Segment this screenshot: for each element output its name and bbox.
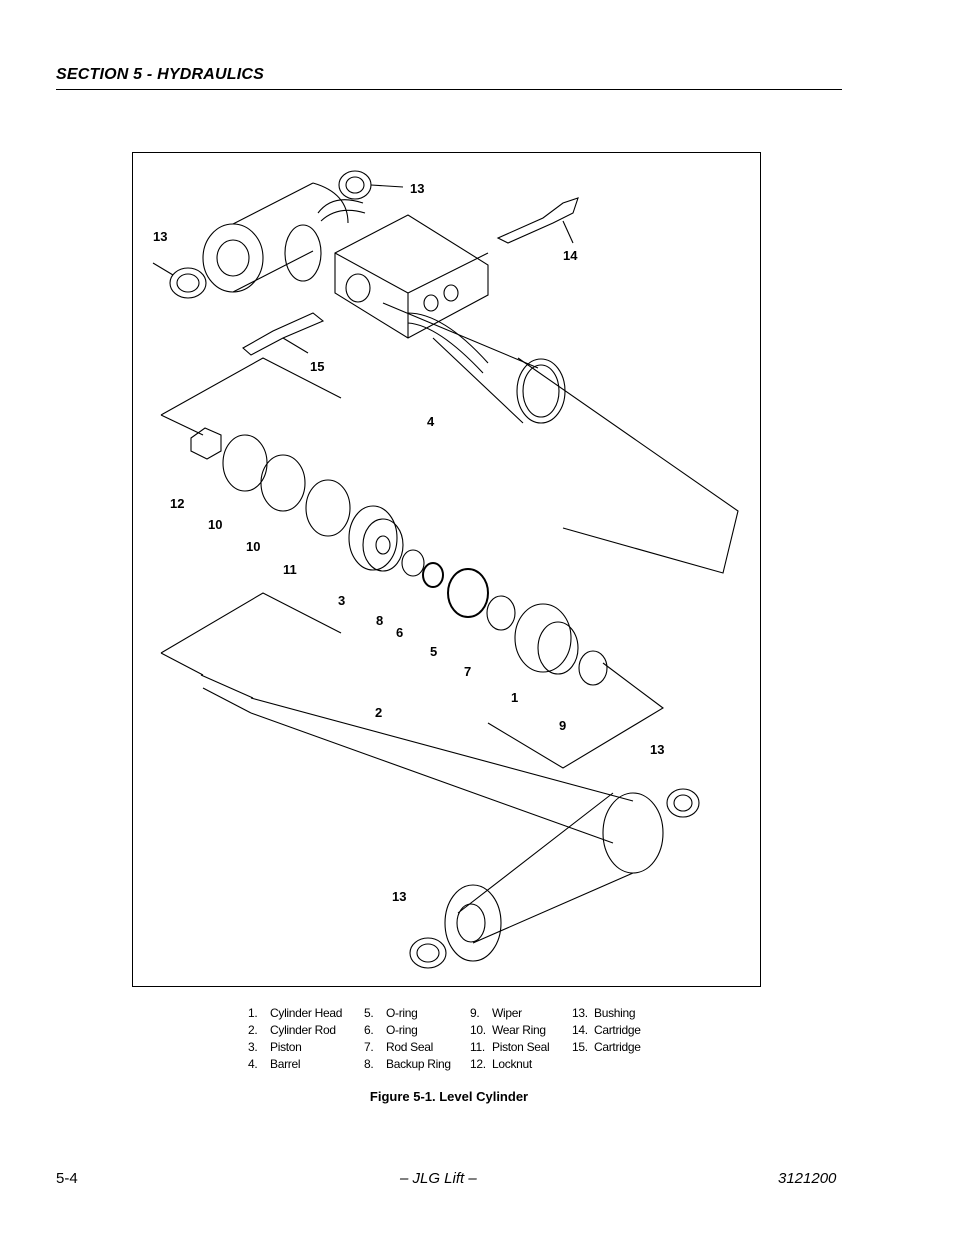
- barrel-assembly-illustration: [202, 182, 739, 574]
- parts-list-column-4: 13.Bushing 14.Cartridge 15.Cartridge: [572, 1005, 641, 1056]
- callout-11: 11: [283, 562, 297, 577]
- figure-level-cylinder: 13 13 14 15 4 12 10 10 11 3 8 6 5 7 1 9 …: [132, 152, 761, 987]
- list-item: 8.Backup Ring: [364, 1057, 451, 1071]
- callout-10-b: 10: [246, 539, 261, 554]
- callout-2: 2: [375, 705, 383, 720]
- header-rule: [56, 89, 842, 90]
- figure-caption: Figure 5-1. Level Cylinder: [369, 1089, 529, 1104]
- callout-13-bottom-right: 13: [650, 742, 665, 757]
- callout-12: 12: [170, 496, 185, 511]
- callout-6: 6: [396, 625, 404, 640]
- callout-14: 14: [563, 248, 578, 263]
- bushing-top-right-illustration: [338, 170, 404, 200]
- bushing-bottom-left-illustration: [409, 937, 447, 969]
- list-item: 2.Cylinder Rod: [248, 1023, 336, 1037]
- callout-13-top-right: 13: [410, 181, 425, 196]
- list-item: 15.Cartridge: [572, 1040, 641, 1054]
- bushing-top-left-illustration: [152, 262, 207, 299]
- cartridge-15-illustration: [242, 312, 325, 356]
- list-item: 3.Piston: [248, 1040, 302, 1054]
- callout-4: 4: [427, 414, 435, 429]
- callout-15: 15: [310, 359, 325, 374]
- list-item: 11.Piston Seal: [470, 1040, 550, 1054]
- document-number: 3121200: [778, 1170, 837, 1187]
- list-item: 1.Cylinder Head: [248, 1006, 343, 1020]
- list-item: 6.O-ring: [364, 1023, 418, 1037]
- callout-10-a: 10: [208, 517, 223, 532]
- exploded-view-drawing: [152, 170, 739, 969]
- callout-5: 5: [430, 644, 438, 659]
- list-item: 14.Cartridge: [572, 1023, 641, 1037]
- cylinder-rod-illustration: [200, 674, 664, 962]
- list-item: 4.Barrel: [248, 1057, 301, 1071]
- callout-8: 8: [376, 613, 384, 628]
- parts-list-column-1: 1.Cylinder Head 2.Cylinder Rod 3.Piston …: [248, 1005, 342, 1073]
- list-item: 9.Wiper: [470, 1006, 522, 1020]
- callout-9: 9: [559, 718, 567, 733]
- callout-3: 3: [338, 593, 346, 608]
- list-item: 5.O-ring: [364, 1006, 418, 1020]
- callout-7: 7: [464, 664, 472, 679]
- callout-13-top-left: 13: [153, 229, 168, 244]
- parts-list-column-2: 5.O-ring 6.O-ring 7.Rod Seal 8.Backup Ri…: [364, 1005, 451, 1073]
- section-title: SECTION 5 - HYDRAULICS: [56, 66, 264, 83]
- publisher-name: – JLG Lift –: [400, 1170, 477, 1187]
- parts-list-column-3: 9.Wiper 10.Wear Ring 11.Piston Seal 12.L…: [470, 1005, 550, 1073]
- callout-1: 1: [511, 690, 519, 705]
- page-number: 5-4: [56, 1170, 78, 1187]
- list-item: 13.Bushing: [572, 1006, 636, 1020]
- list-item: 10.Wear Ring: [470, 1023, 546, 1037]
- bushing-bottom-right-illustration: [666, 788, 700, 818]
- piston-components-illustration: [160, 427, 664, 769]
- list-item: 7.Rod Seal: [364, 1040, 433, 1054]
- list-item: 12.Locknut: [470, 1057, 532, 1071]
- callout-13-bottom-left: 13: [392, 889, 407, 904]
- cartridge-14-illustration: [496, 197, 579, 244]
